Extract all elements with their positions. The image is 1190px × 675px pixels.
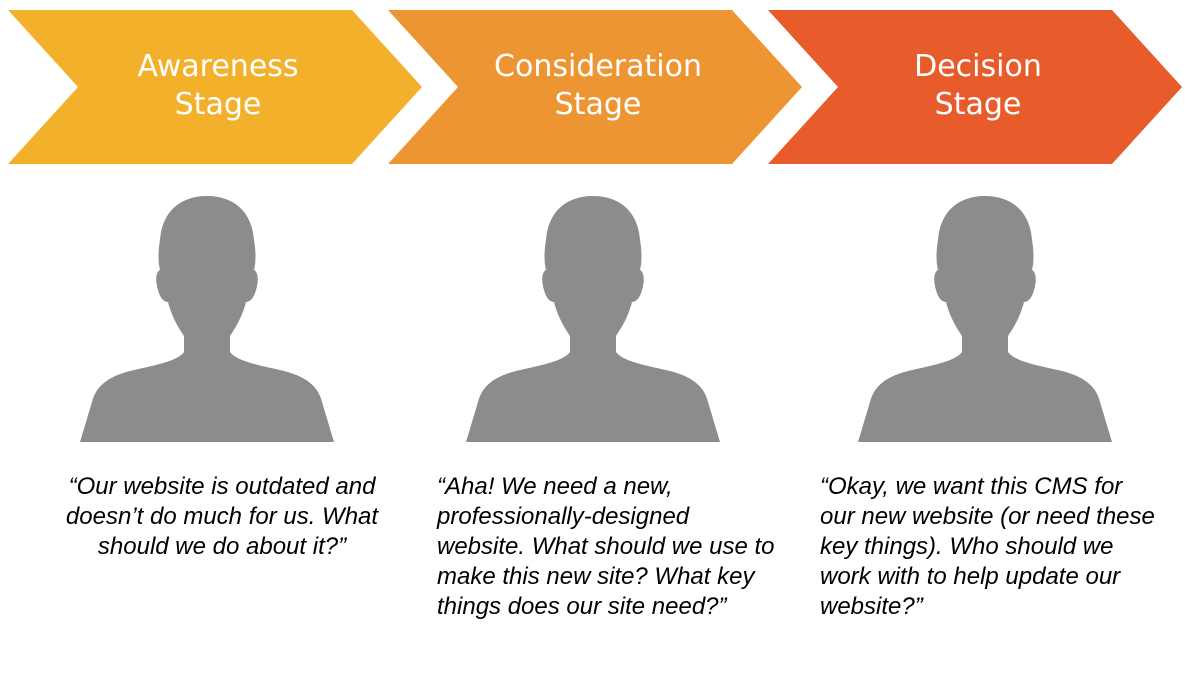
- awareness-stage-label: Awareness Stage: [68, 48, 368, 124]
- awareness-quote: “Our website is outdated and doesn’t do …: [65, 473, 379, 560]
- stage-chevrons: [8, 10, 1182, 164]
- consideration-stage-title: Consideration: [494, 49, 702, 84]
- person-silhouette-icon: [80, 196, 334, 442]
- decision-stage-label: Decision Stage: [828, 48, 1128, 124]
- consideration-stage-label: Consideration Stage: [448, 48, 748, 124]
- awareness-chevron: [8, 10, 422, 164]
- decision-stage-subtitle: Stage: [934, 87, 1022, 122]
- consideration-quote: “Aha! We need a new, professionally-desi…: [437, 473, 775, 620]
- person-silhouette-icon: [858, 196, 1112, 442]
- decision-chevron: [768, 10, 1182, 164]
- awareness-stage-subtitle: Stage: [174, 87, 262, 122]
- consideration-chevron: [388, 10, 802, 164]
- consideration-stage-subtitle: Stage: [554, 87, 642, 122]
- decision-stage-title: Decision: [914, 49, 1042, 84]
- decision-quote: “Okay, we want this CMS for our new webs…: [820, 473, 1155, 620]
- awareness-stage-title: Awareness: [137, 49, 299, 84]
- person-silhouette-icon: [466, 196, 720, 442]
